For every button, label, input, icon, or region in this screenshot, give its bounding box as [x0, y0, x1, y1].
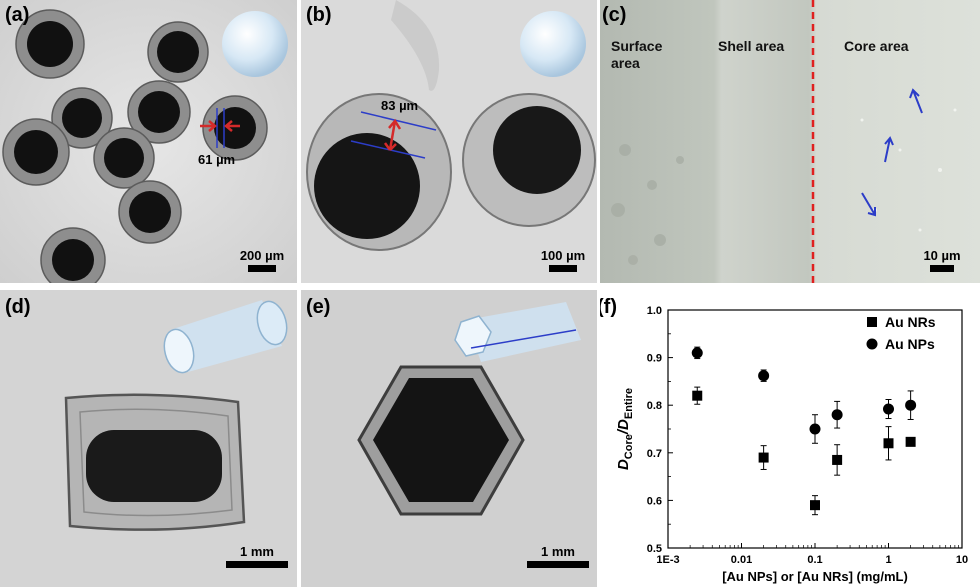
- panel-f-chart: 0.5 0.6 0.7 0.8 0.9 1.0 1E-3 0.01 0.1 1 10 [Au NPs]…: [615, 305, 968, 584]
- panel-d-label: (d): [5, 296, 31, 318]
- legend-label: Au NPs: [885, 336, 935, 352]
- x-tick-label: 1: [885, 554, 891, 566]
- blue-arrow-icon: [861, 192, 876, 217]
- red-arrow-icon: [224, 120, 240, 132]
- panel-e-label: (e): [306, 296, 331, 318]
- panel-c: (c) Surface area Shell area Core area 10…: [600, 0, 980, 283]
- panel-a-measure: 61 µm: [198, 152, 236, 167]
- panel-b-scalebar: 100 µm: [533, 248, 593, 272]
- region-shell: Shell area: [718, 38, 785, 54]
- panel-b: (b) 83 µm 100 µm: [301, 0, 597, 283]
- panel-d: (d) 1 mm: [0, 290, 297, 587]
- tube-icon: [163, 300, 288, 374]
- panel-a-label: (a): [5, 4, 30, 26]
- region-core: Core area: [844, 38, 909, 54]
- blue-arrow-icon: [884, 136, 894, 163]
- data-point-square: [905, 436, 916, 447]
- blue-arrow-icon: [909, 88, 923, 114]
- data-point-square: [883, 438, 894, 449]
- data-point-square: [758, 452, 769, 463]
- panel-f: 0.5 0.6 0.7 0.8 0.9 1.0 1E-3 0.01 0.1 1 10 [Au NPs]…: [600, 290, 980, 587]
- data-point-circle: [831, 409, 843, 421]
- hex-tube-icon: [454, 302, 581, 362]
- data-point-circle: [691, 347, 703, 359]
- x-tick-label: 0.1: [807, 554, 822, 566]
- scalebar-label: 200 µm: [239, 248, 285, 263]
- panel-b-measure: 83 µm: [381, 98, 419, 113]
- data-point-circle: [905, 399, 917, 411]
- data-point-square: [810, 500, 820, 511]
- panel-e: (e) 1 mm: [301, 290, 597, 587]
- y-axis-label: DCore/DEntire: [615, 388, 635, 470]
- x-tick-label: 10: [956, 554, 968, 566]
- scalebar-label: 100 µm: [540, 248, 586, 263]
- scalebar-label: 1 mm: [541, 544, 575, 559]
- panel-e-scalebar: 1 mm: [523, 544, 593, 568]
- panel-b-micrograph: [301, 0, 597, 283]
- panel-c-label: (c): [602, 4, 627, 26]
- y-tick-label: 0.7: [647, 448, 662, 460]
- y-tick-label: 1.0: [647, 305, 662, 317]
- red-arrow-icon: [200, 120, 217, 132]
- panel-d-micrograph: [0, 290, 297, 587]
- red-arrow-icon: [383, 118, 402, 151]
- panel-a-micrograph: [0, 0, 297, 283]
- panel-e-micrograph: [301, 290, 597, 587]
- y-tick-label: 0.8: [647, 400, 662, 412]
- x-tick-label: 0.01: [731, 554, 752, 566]
- data-point-square: [832, 454, 843, 465]
- scalebar-label: 1 mm: [240, 544, 274, 559]
- region-surface: Surface area: [611, 38, 663, 71]
- x-tick-label: 1E-3: [656, 554, 679, 566]
- x-axis-label: [Au NPs] or [Au NRs] (mg/mL): [722, 569, 908, 584]
- data-point-square: [692, 390, 703, 401]
- data-point-circle: [758, 370, 770, 382]
- panel-b-label: (b): [306, 4, 332, 26]
- data-point-circle: [809, 423, 821, 435]
- scalebar-label: 10 µm: [923, 248, 961, 263]
- sphere-icon: [222, 11, 288, 77]
- y-tick-label: 0.9: [647, 353, 662, 365]
- legend-label: Au NRs: [885, 314, 936, 330]
- y-tick-label: 0.6: [647, 495, 662, 507]
- panel-c-sem-image: [600, 0, 980, 283]
- y-tick-label: 0.5: [647, 543, 662, 555]
- panel-f-label: (f): [600, 296, 617, 318]
- data-point-circle: [883, 403, 894, 415]
- sphere-icon: [520, 11, 586, 77]
- legend-marker-circle: [866, 338, 878, 350]
- panel-a: (a) 61 µm 200 µm: [0, 0, 297, 283]
- legend-marker-square: [867, 317, 877, 327]
- panel-a-scalebar: 200 µm: [232, 248, 292, 272]
- panel-c-scalebar: 10 µm: [912, 248, 972, 272]
- panel-d-scalebar: 1 mm: [222, 544, 292, 568]
